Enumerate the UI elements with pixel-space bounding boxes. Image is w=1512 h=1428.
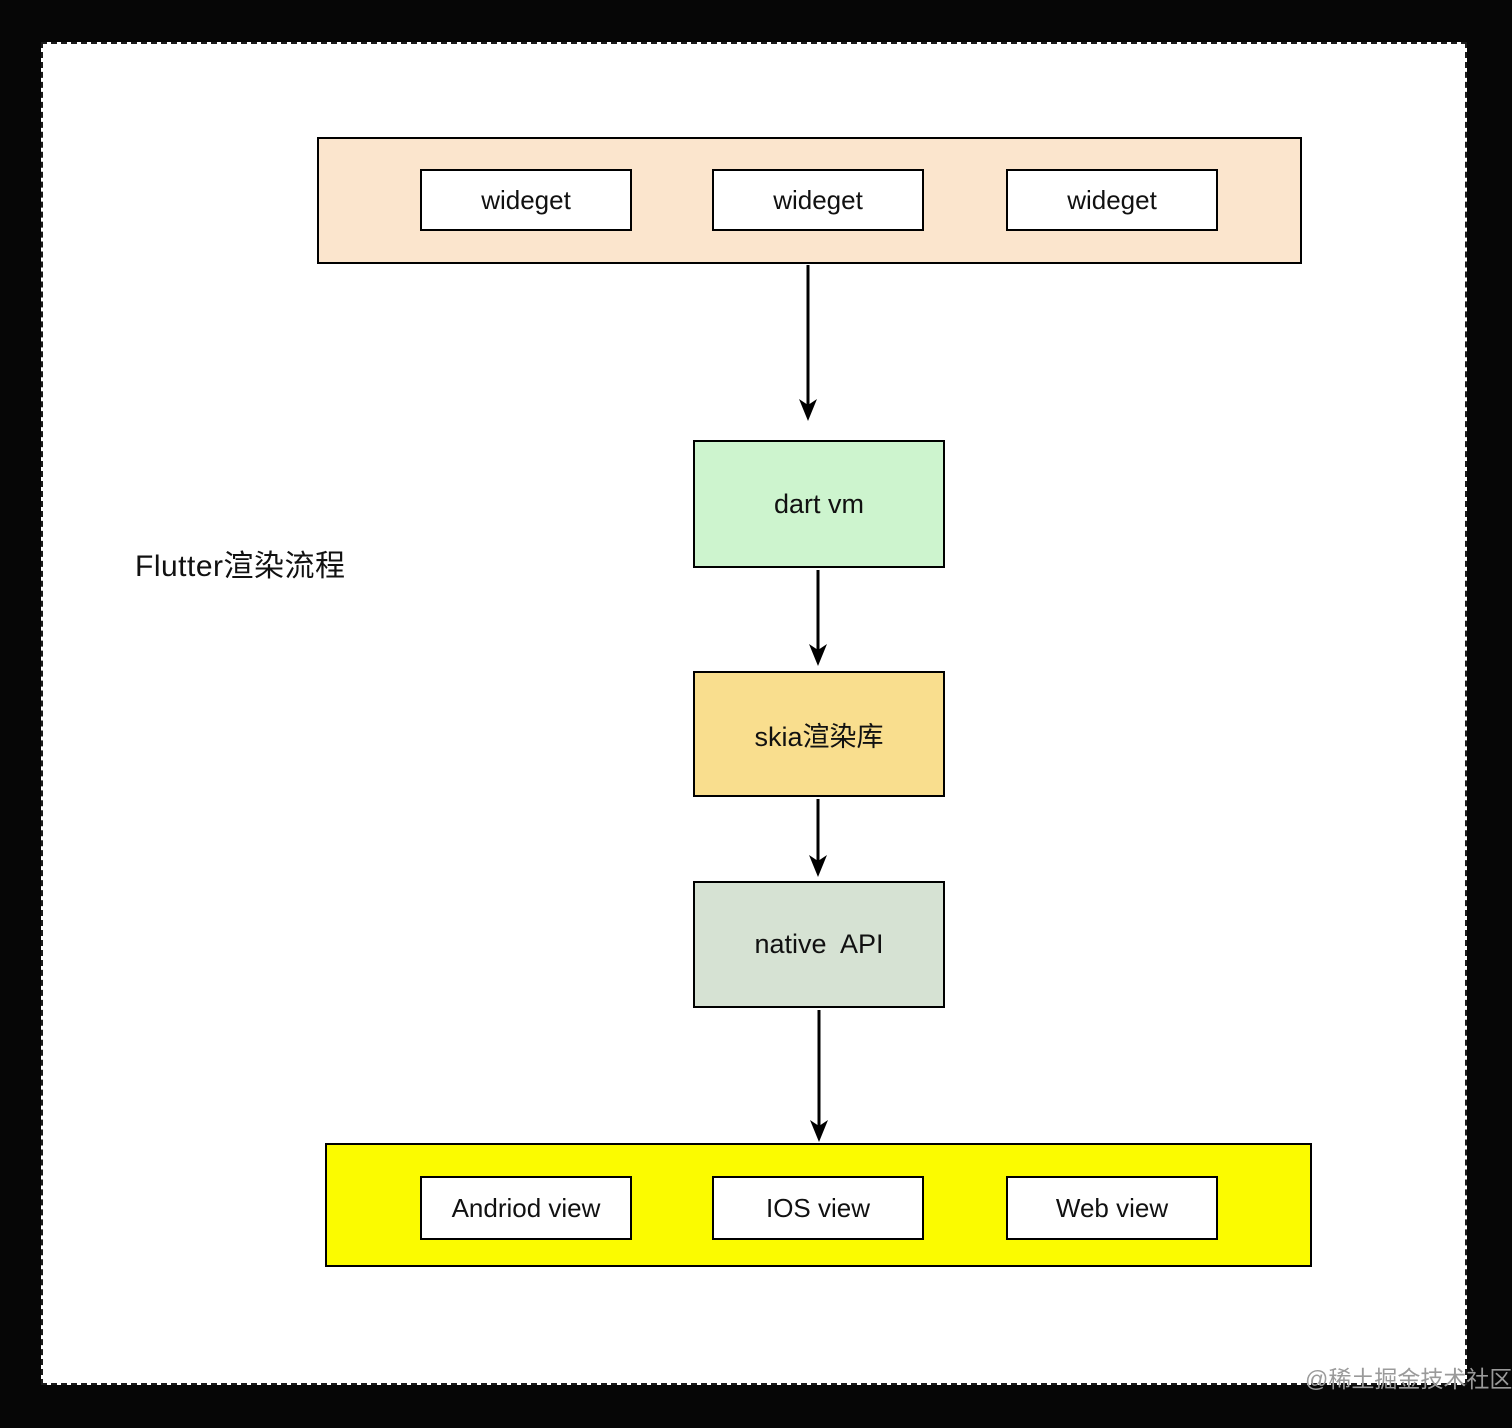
dart-vm-node: dart vm: [693, 440, 945, 568]
web-view-box: Web view: [1006, 1176, 1218, 1240]
android-view-box: Andriod view: [420, 1176, 632, 1240]
native-api-node: native API: [693, 881, 945, 1008]
ios-view-box: IOS view: [712, 1176, 924, 1240]
diagram-title: Flutter渲染流程: [135, 550, 346, 583]
widget-box-3: wideget: [1006, 169, 1218, 231]
skia-render-lib-node: skia渲染库: [693, 671, 945, 797]
widget-box-1: wideget: [420, 169, 632, 231]
watermark: @稀土掘金技术社区: [1305, 1366, 1512, 1392]
widget-box-2: wideget: [712, 169, 924, 231]
